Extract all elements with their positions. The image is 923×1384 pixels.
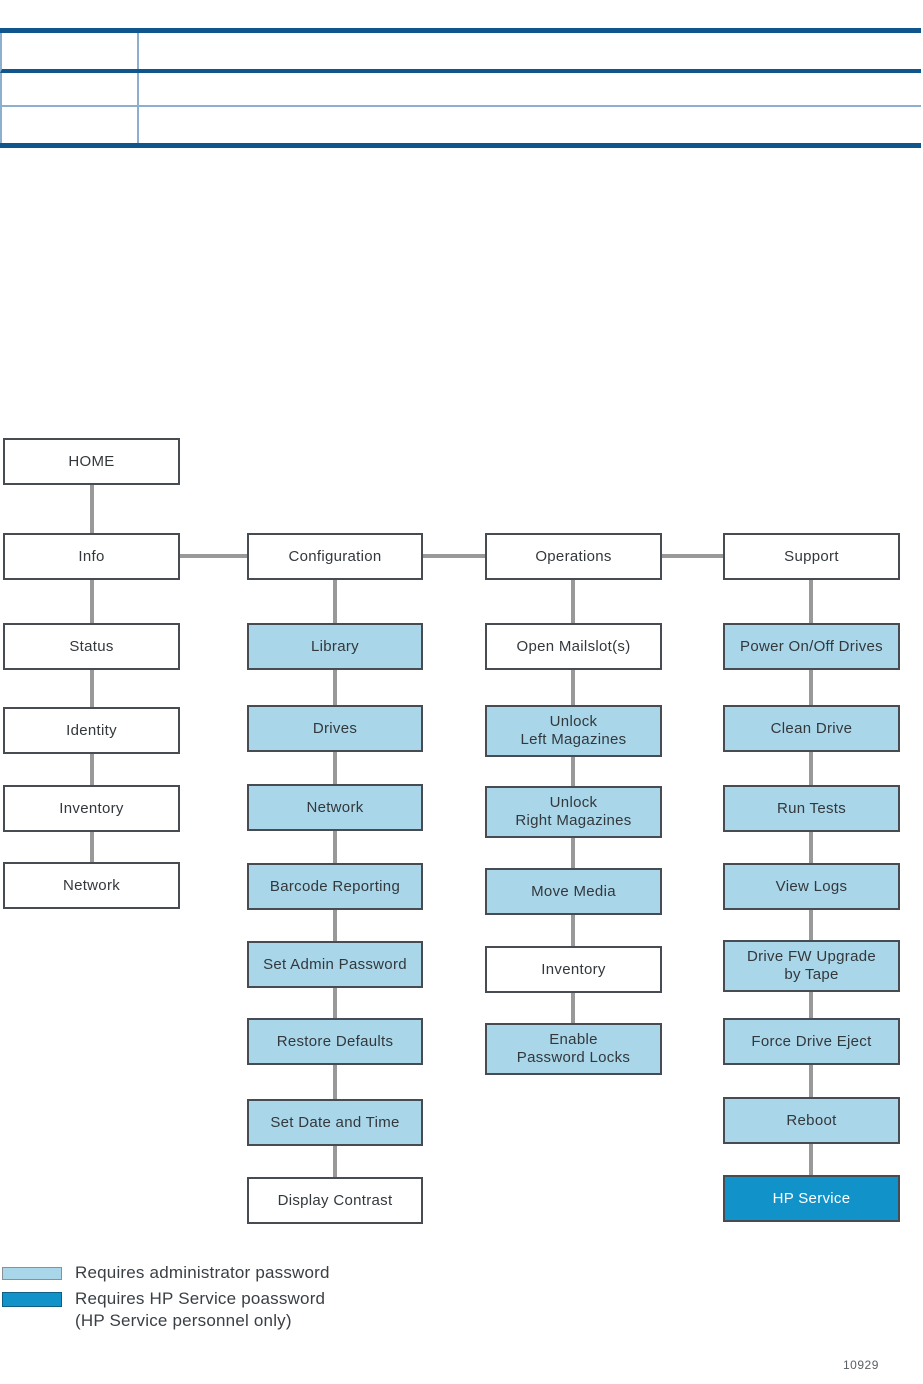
node-set-date-and-time: Set Date and Time	[247, 1099, 423, 1146]
node-label: by Tape	[784, 966, 839, 983]
figure-number: 10929	[843, 1358, 879, 1372]
node-barcode-reporting: Barcode Reporting	[247, 863, 423, 910]
node-inventory: Inventory	[3, 785, 180, 832]
node-label: Right Magazines	[515, 812, 632, 829]
table-row	[0, 73, 921, 107]
node-open-mailslot-s: Open Mailslot(s)	[485, 623, 662, 670]
table-top-border	[0, 28, 921, 33]
table-row	[0, 33, 921, 73]
node-label: Set Admin Password	[263, 955, 407, 973]
node-label: Power On/Off Drives	[740, 637, 883, 655]
table-row	[0, 107, 921, 143]
node-label: Unlock	[549, 713, 598, 731]
legend-swatch-service	[2, 1292, 62, 1307]
node-view-logs: View Logs	[723, 863, 900, 910]
node-label: HP Service	[772, 1189, 851, 1207]
node-network: Network	[247, 784, 423, 831]
node-label: Info	[78, 547, 105, 565]
table-bottom-border	[0, 143, 921, 148]
node-label: View Logs	[775, 877, 848, 895]
node-restore-defaults: Restore Defaults	[247, 1018, 423, 1065]
node-label: Move Media	[531, 882, 616, 900]
node-home: HOME	[3, 438, 180, 485]
node-label: Clean Drive	[770, 719, 853, 737]
node-label: Support	[784, 547, 839, 565]
node-label: Enable	[549, 1031, 598, 1049]
node-label: Restore Defaults	[276, 1032, 394, 1050]
node-move-media: Move Media	[485, 868, 662, 915]
node-inventory: Inventory	[485, 946, 662, 993]
node-label: Force Drive Eject	[751, 1032, 872, 1050]
node-label: Network	[306, 798, 364, 816]
node-label: Unlock	[549, 794, 598, 812]
node-label: Drive FW Upgrade	[747, 948, 876, 966]
node-support: Support	[723, 533, 900, 580]
node-label: Identity	[66, 721, 117, 739]
node-label: Barcode Reporting	[269, 877, 401, 895]
node-label: Display Contrast	[277, 1191, 393, 1209]
node-label: Reboot	[786, 1111, 837, 1129]
table-cell	[2, 73, 139, 105]
table-cell	[2, 33, 139, 69]
node-force-drive-eject: Force Drive Eject	[723, 1018, 900, 1065]
node-info: Info	[3, 533, 180, 580]
node-display-contrast: Display Contrast	[247, 1177, 423, 1224]
legend-label-service-line1: Requires HP Service poassword	[75, 1289, 326, 1308]
connector-top-menus	[92, 554, 811, 558]
node-label: Configuration	[288, 547, 382, 565]
legend-label-service-line2: (HP Service personnel only)	[75, 1311, 292, 1330]
reference-table	[0, 28, 921, 148]
node-drives: Drives	[247, 705, 423, 752]
node-label: Inventory	[541, 960, 606, 978]
node-label: Password Locks	[516, 1049, 631, 1066]
table-cell	[2, 107, 139, 143]
node-identity: Identity	[3, 707, 180, 754]
node-configuration: Configuration	[247, 533, 423, 580]
legend-swatch-admin	[2, 1267, 62, 1280]
node-label: Network	[62, 876, 121, 894]
node-label: Status	[69, 637, 114, 655]
node-operations: Operations	[485, 533, 662, 580]
node-library: Library	[247, 623, 423, 670]
node-label: Run Tests	[776, 799, 847, 817]
node-run-tests: Run Tests	[723, 785, 900, 832]
node-label: Inventory	[59, 799, 124, 817]
node-label: Set Date and Time	[270, 1113, 400, 1131]
node-reboot: Reboot	[723, 1097, 900, 1144]
connector-home-info	[90, 462, 94, 537]
legend-label-admin: Requires administrator password	[75, 1263, 330, 1282]
node-set-admin-password: Set Admin Password	[247, 941, 423, 988]
node-power-on-off-drives: Power On/Off Drives	[723, 623, 900, 670]
node-label: Operations	[535, 547, 612, 565]
node-label: Library	[311, 637, 359, 655]
node-label: Open Mailslot(s)	[516, 637, 631, 655]
node-label: Left Magazines	[520, 731, 627, 748]
node-label: Drives	[312, 719, 358, 737]
node-network: Network	[3, 862, 180, 909]
node-status: Status	[3, 623, 180, 670]
node-clean-drive: Clean Drive	[723, 705, 900, 752]
node-label: HOME	[68, 452, 115, 470]
node-hp-service: HP Service	[723, 1175, 900, 1222]
